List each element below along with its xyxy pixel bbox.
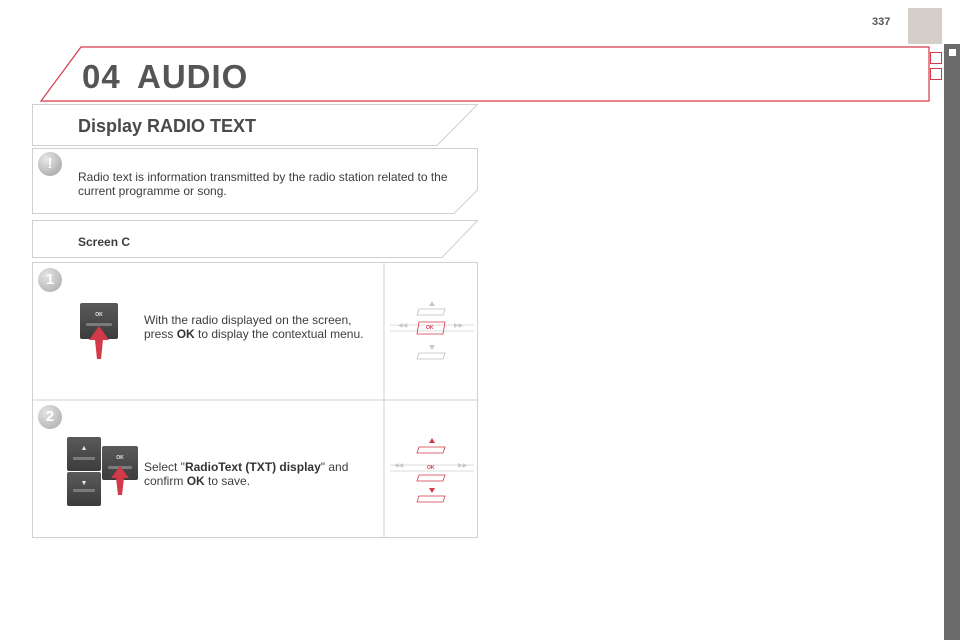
screen-label: Screen C [78, 235, 131, 249]
ok-key-label-step-2: OK [116, 455, 124, 461]
info-panel [32, 148, 478, 214]
chapter-title: AUDIO [137, 58, 249, 95]
section-title-panel [32, 104, 478, 146]
chapter-nav-box-upper[interactable] [930, 52, 942, 64]
steps-panel [32, 262, 478, 538]
svg-text:◀◀: ◀◀ [394, 462, 404, 469]
chapter-number: 04 [82, 58, 121, 95]
side-strip [944, 44, 960, 640]
svg-text:OK: OK [426, 325, 434, 331]
step-1-text: With the radio displayed on the screen, … [144, 313, 364, 341]
info-text: Radio text is information transmitted by… [78, 170, 448, 198]
ok-key-label: OK [95, 312, 103, 318]
press-arrow-icon-step-2 [111, 466, 129, 495]
screen-menu-diagram-2: ◀◀ ▶▶ OK [390, 438, 474, 503]
up-arrow-key: ▲ [67, 437, 101, 471]
step-2-badge: 2 [38, 405, 62, 429]
step-1-badge: 1 [38, 268, 62, 292]
down-arrow-key: ▼ [67, 472, 101, 506]
svg-text:◀◀: ◀◀ [398, 322, 408, 329]
page-number: 337 [872, 16, 891, 28]
section-title: Display RADIO TEXT [78, 116, 257, 136]
chapter-nav-box-lower[interactable] [930, 68, 942, 80]
side-strip-marker [949, 49, 956, 56]
step-2-text: Select "RadioText (TXT) display" and con… [144, 460, 349, 488]
chapter-banner [40, 46, 930, 102]
up-arrow-icon: ▲ [80, 445, 88, 452]
svg-text:OK: OK [427, 465, 435, 471]
screen-menu-diagram-1: ◀◀ ▶▶ OK [390, 301, 474, 360]
corner-tab [908, 8, 942, 44]
chapter-banner-outline [40, 46, 930, 102]
screen-label-panel [32, 220, 478, 258]
press-arrow-icon [89, 326, 109, 359]
down-arrow-icon: ▼ [80, 480, 88, 487]
svg-text:▶▶: ▶▶ [458, 462, 468, 469]
warning-icon: ! [38, 152, 62, 176]
svg-text:▶▶: ▶▶ [454, 322, 464, 329]
